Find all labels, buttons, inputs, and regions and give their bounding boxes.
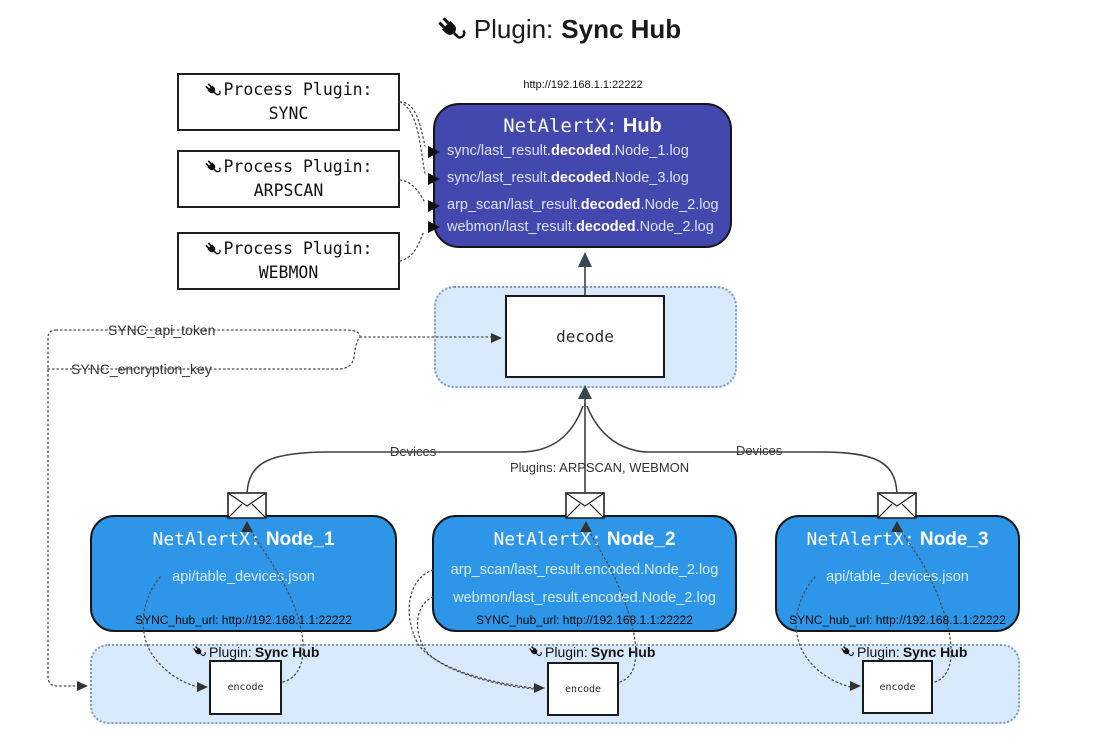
envelope-icon bbox=[227, 492, 267, 519]
sync-api-token-label: SYNC_api_token bbox=[103, 321, 221, 339]
hub-log-line: sync/last_result.decoded.Node_1.log bbox=[447, 143, 689, 159]
band-label-sync-hub: Plugin:Sync Hub bbox=[192, 644, 319, 660]
node-3-box: NetAlertX: Node_3 api/table_devices.json… bbox=[775, 515, 1020, 632]
process-plugin-label: Process Plugin: bbox=[223, 80, 373, 100]
encode-box: encode bbox=[209, 660, 282, 715]
node-file-line: webmon/last_result.encoded.Node_2.log bbox=[453, 590, 716, 606]
hub-log-line: arp_scan/last_result.decoded.Node_2.log bbox=[447, 197, 719, 213]
edge-label-devices-left: Devices bbox=[386, 444, 441, 459]
hub-title: NetAlertX: Hub bbox=[435, 115, 730, 138]
plug-icon bbox=[840, 645, 854, 659]
node-2-box: NetAlertX: Node_2 arp_scan/last_result.e… bbox=[432, 515, 737, 632]
node-title: NetAlertX: Node_2 bbox=[493, 529, 676, 550]
plug-icon bbox=[435, 14, 466, 45]
process-plugin-arpscan: Process Plugin: ARPSCAN bbox=[177, 150, 400, 208]
plug-icon bbox=[528, 645, 542, 659]
node-file-line: api/table_devices.json bbox=[826, 569, 969, 585]
process-plugin-label: Process Plugin: bbox=[223, 157, 373, 177]
band-label-sync-hub: Plugin:Sync Hub bbox=[528, 644, 655, 660]
node-1-box: NetAlertX: Node_1 api/table_devices.json… bbox=[90, 515, 397, 632]
band-label-sync-hub: Plugin:Sync Hub bbox=[840, 644, 967, 660]
plug-icon bbox=[204, 81, 222, 99]
process-plugin-label: Process Plugin: bbox=[223, 239, 373, 259]
process-plugin-name: ARPSCAN bbox=[253, 181, 324, 200]
node-title: NetAlertX: Node_1 bbox=[152, 529, 335, 550]
envelope-icon bbox=[565, 492, 605, 519]
diagram-title: Plugin: Sync Hub bbox=[0, 14, 1117, 45]
plug-icon bbox=[192, 645, 206, 659]
edge-label-plugins: Plugins: ARPSCAN, WEBMON bbox=[506, 460, 694, 475]
hub-log-line: webmon/last_result.decoded.Node_2.log bbox=[447, 219, 714, 235]
encode-box: encode bbox=[862, 660, 933, 714]
hub-title-name: Hub bbox=[622, 115, 662, 137]
sync-encryption-key-label: SYNC_encryption_key bbox=[66, 360, 217, 378]
node-title: NetAlertX: Node_3 bbox=[806, 529, 989, 550]
encode-box: encode bbox=[547, 662, 619, 716]
hub-title-prefix: NetAlertX: bbox=[503, 115, 618, 137]
node-hub-url: SYNC_hub_url: http://192.168.1.1:22222 bbox=[789, 613, 1006, 627]
title-name: Sync Hub bbox=[561, 14, 682, 44]
hub-url-label: http://192.168.1.1:22222 bbox=[523, 79, 643, 91]
plug-icon bbox=[204, 158, 222, 176]
process-plugin-sync: Process Plugin: SYNC bbox=[177, 73, 400, 131]
title-prefix: Plugin: bbox=[473, 14, 554, 44]
process-plugin-name: WEBMON bbox=[258, 263, 319, 282]
process-plugin-webmon: Process Plugin: WEBMON bbox=[177, 232, 400, 290]
envelope-icon bbox=[877, 492, 917, 519]
hub-log-line: sync/last_result.decoded.Node_3.log bbox=[447, 170, 689, 186]
process-plugin-name: SYNC bbox=[268, 104, 309, 123]
node-file-line: api/table_devices.json bbox=[172, 569, 315, 585]
hub-box: NetAlertX: Hub sync/last_result.decoded.… bbox=[433, 103, 732, 248]
plug-icon bbox=[204, 240, 222, 258]
edge-label-devices-right: Devices bbox=[732, 443, 787, 458]
node-hub-url: SYNC_hub_url: http://192.168.1.1:22222 bbox=[135, 613, 352, 627]
node-hub-url: SYNC_hub_url: http://192.168.1.1:22222 bbox=[476, 613, 693, 627]
decode-box: decode bbox=[505, 295, 665, 378]
node-file-line: arp_scan/last_result.encoded.Node_2.log bbox=[450, 562, 719, 578]
